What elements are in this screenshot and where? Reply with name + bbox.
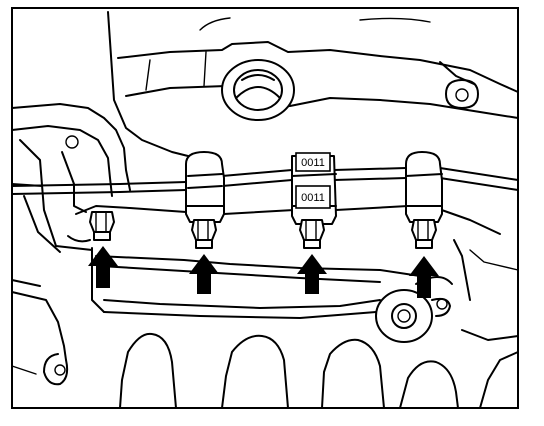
oil-pan	[11, 249, 519, 409]
lower-boss	[375, 289, 451, 343]
label-tag-bottom-text: 0011	[301, 192, 325, 204]
callout-arrow-2	[189, 254, 219, 294]
injector-bracket-3	[405, 151, 443, 223]
mounting-nut-3	[299, 219, 325, 249]
label-tag-top: 0011	[295, 152, 331, 172]
fuel-rail-tube	[11, 167, 519, 195]
mounting-nut-1	[89, 211, 115, 241]
label-tag-bottom: 0011	[295, 185, 331, 209]
mounting-nut-2	[191, 219, 217, 249]
callout-arrow-1	[88, 246, 118, 288]
filler-cap-boss	[221, 59, 295, 121]
injector-bracket-1	[185, 151, 225, 223]
mounting-nut-4	[411, 219, 437, 249]
mounting-eye-upper	[445, 79, 479, 109]
intake-elbow	[11, 103, 131, 253]
callout-arrow-4	[409, 256, 439, 298]
cylinder-head-cover	[107, 11, 519, 157]
figure-frame	[11, 7, 519, 409]
callout-arrow-3	[297, 254, 327, 294]
label-tag-top-text: 0011	[301, 157, 325, 169]
